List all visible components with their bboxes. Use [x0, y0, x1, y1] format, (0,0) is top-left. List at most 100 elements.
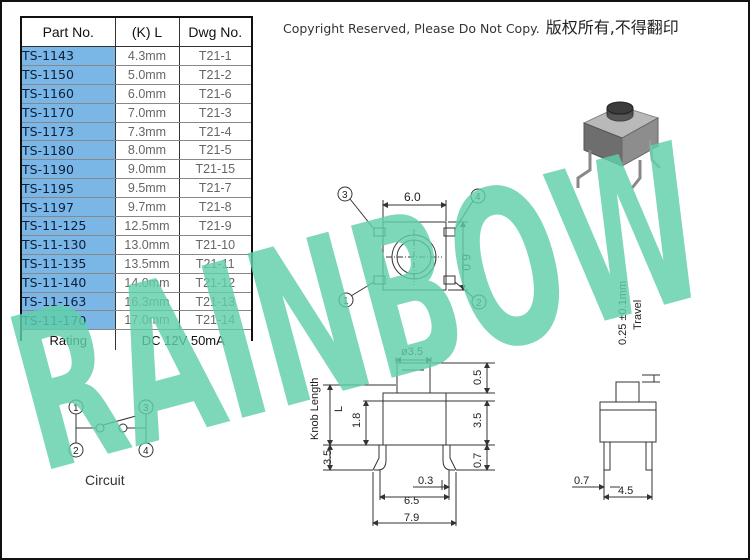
- copyright-notice: Copyright Reserved, Please Do Not Copy. …: [283, 14, 679, 38]
- circuit-pin-3: 3: [143, 403, 149, 414]
- drawing-number-cell: T21-1: [179, 46, 251, 66]
- side-view-drawing: [323, 357, 495, 526]
- length-cell: 13.5mm: [115, 254, 180, 274]
- side-view-dimension: 1.8: [351, 413, 363, 428]
- part-number-cell: TS-1173: [22, 122, 116, 142]
- drawing-number-cell: T21-4: [179, 122, 251, 142]
- length-cell: 14.0mm: [115, 273, 180, 293]
- length-cell: 9.7mm: [115, 197, 180, 218]
- circuit-label: Circuit: [85, 472, 125, 488]
- side-view-dimension: 0.5: [472, 370, 484, 385]
- part-number-cell: TS-11-140: [22, 273, 116, 293]
- front-view-dimension: 4.5: [618, 485, 633, 497]
- copyright-chinese: 版权所有,不得翻印: [545, 18, 679, 37]
- drawing-number-cell: T21-11: [179, 254, 251, 274]
- part-number-cell: TS-1143: [22, 46, 116, 66]
- length-cell: 8.0mm: [115, 140, 180, 161]
- pin-2-label: 2: [476, 298, 482, 309]
- knob-diameter-label: ø3.5: [401, 346, 423, 358]
- part-number-cell: TS-1150: [22, 65, 116, 85]
- side-view-dimension: 0.7: [472, 453, 484, 468]
- length-cell: 7.3mm: [115, 122, 180, 142]
- part-number-cell: TS-1197: [22, 197, 116, 218]
- pin-4-label: 4: [475, 192, 481, 203]
- drawing-number-cell: T21-7: [179, 178, 251, 199]
- circuit-pin-4: 4: [143, 446, 149, 457]
- length-cell: 5.0mm: [115, 65, 180, 85]
- side-view-dimension: 7.9: [404, 512, 419, 524]
- length-cell: 7.0mm: [115, 103, 180, 123]
- part-number-cell: TS-11-130: [22, 235, 116, 255]
- front-view-dimension: 0.7: [574, 475, 589, 487]
- circuit-pin-1: 1: [73, 403, 79, 414]
- length-cell: 6.0mm: [115, 84, 180, 104]
- part-number-cell: TS-1195: [22, 178, 116, 199]
- rating-label: Rating: [22, 329, 116, 351]
- drawing-number-cell: T21-8: [179, 197, 251, 218]
- part-number-cell: TS-1170: [22, 103, 116, 123]
- length-cell: 17.0mm: [115, 310, 180, 331]
- rating-value: DC 12V 50mA: [115, 329, 251, 351]
- drawing-number-cell: T21-5: [179, 140, 251, 161]
- length-cell: 9.5mm: [115, 178, 180, 199]
- length-L-label: L: [333, 406, 345, 412]
- drawing-number-cell: T21-15: [179, 159, 251, 180]
- length-cell: 16.3mm: [115, 292, 180, 312]
- drawing-number-cell: T21-12: [179, 273, 251, 293]
- header-length: (K) L: [115, 18, 180, 47]
- top-view-drawing: [337, 186, 487, 310]
- length-cell: 9.0mm: [115, 159, 180, 180]
- header-part-no: Part No.: [22, 18, 116, 47]
- switch-product-image: [576, 101, 661, 189]
- side-view-dimension: 3.5: [322, 450, 334, 465]
- drawing-number-cell: T21-14: [179, 310, 251, 331]
- side-view-dimension: 0.3: [418, 475, 433, 487]
- part-number-cell: TS-11-125: [22, 216, 116, 236]
- part-number-cell: TS-1190: [22, 159, 116, 180]
- part-number-cell: TS-11-163: [22, 292, 116, 312]
- side-view-dimension: 6.5: [404, 495, 419, 507]
- front-view-drawing: [572, 374, 660, 500]
- copyright-text: Copyright Reserved, Please Do Not Copy.: [283, 21, 540, 36]
- travel-label: Travel: [632, 300, 644, 330]
- drawing-number-cell: T21-2: [179, 65, 251, 85]
- length-cell: 12.5mm: [115, 216, 180, 236]
- knob-length-label: Knob Length: [309, 378, 321, 440]
- header-dwg-no: Dwg No.: [179, 18, 251, 47]
- circuit-pin-2: 2: [73, 446, 79, 457]
- travel-value-label: 0.25 ±0.1mm: [617, 281, 629, 345]
- part-number-cell: TS-1180: [22, 140, 116, 161]
- pin-3-label: 3: [342, 190, 348, 201]
- top-view-width-label: 6.0: [404, 190, 421, 204]
- drawing-number-cell: T21-3: [179, 103, 251, 123]
- pin-1-label: 1: [343, 296, 349, 307]
- drawing-number-cell: T21-13: [179, 292, 251, 312]
- circuit-diagram: [68, 399, 154, 458]
- side-view-dimension: 3.5: [472, 413, 484, 428]
- part-number-cell: TS-11-135: [22, 254, 116, 274]
- part-number-cell: TS-11-170: [22, 310, 116, 331]
- drawing-number-cell: T21-10: [179, 235, 251, 255]
- drawing-number-cell: T21-9: [179, 216, 251, 236]
- length-cell: 13.0mm: [115, 235, 180, 255]
- top-view-height-label: 6.0: [459, 254, 473, 271]
- length-cell: 4.3mm: [115, 46, 180, 66]
- part-number-cell: TS-1160: [22, 84, 116, 104]
- drawing-number-cell: T21-6: [179, 84, 251, 104]
